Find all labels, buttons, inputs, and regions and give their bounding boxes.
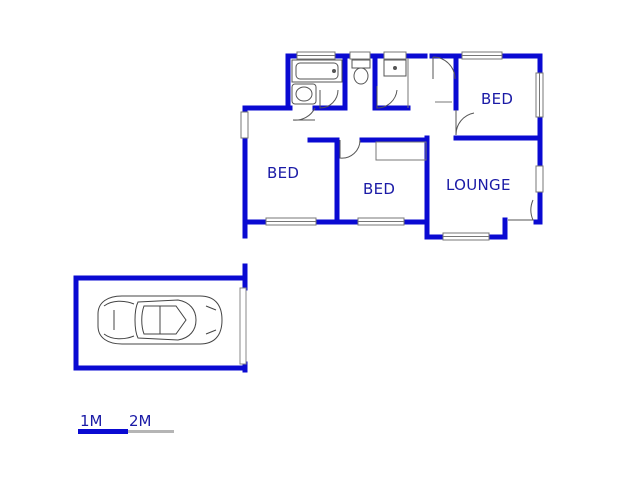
garage-walls (73, 263, 248, 373)
windows (240, 51, 544, 241)
basin-icon (291, 83, 317, 105)
car-icon (97, 295, 223, 345)
sink-icon (383, 59, 407, 77)
counters (375, 58, 452, 161)
scale-bar (78, 429, 174, 434)
scale-label-1m: 1M (80, 412, 103, 430)
scale-label-2m: 2M (129, 412, 152, 430)
room-label-lounge: LOUNGE (446, 176, 511, 194)
garage-door (239, 287, 247, 365)
bathtub (291, 59, 343, 83)
doors (292, 56, 534, 221)
room-label-bed-left: BED (267, 164, 300, 182)
toilet-icon (351, 59, 371, 85)
house-walls (242, 53, 543, 240)
room-label-bed-top-right: BED (481, 90, 514, 108)
room-label-bed-middle: BED (363, 180, 396, 198)
